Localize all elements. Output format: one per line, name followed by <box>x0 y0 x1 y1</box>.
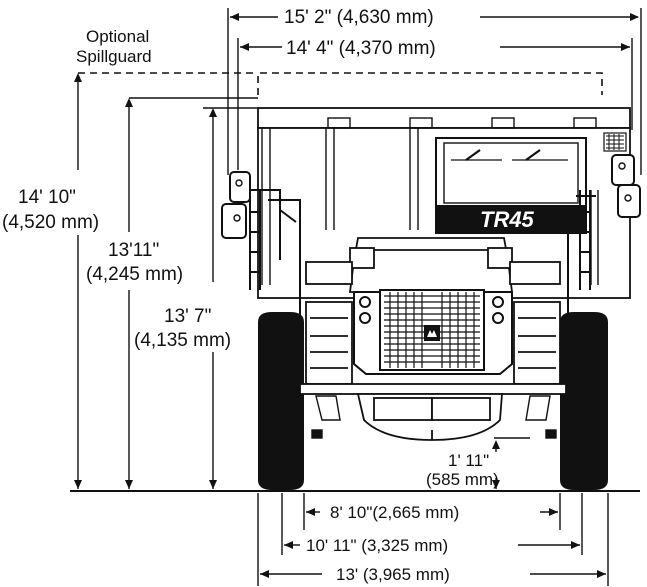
track-inner-label: 8' 10"(2,665 mm) <box>330 503 459 522</box>
spillguard-label-line2: Spillguard <box>76 47 152 66</box>
front-bumper <box>356 393 503 441</box>
model-badge: TR45 <box>480 207 535 232</box>
tow-steps <box>311 395 557 439</box>
cab-height-mm: (4,135 mm) <box>134 330 231 351</box>
ground-clearance-ft: 1' 11" <box>448 451 489 470</box>
ground-clearance-mm: (585 mm) <box>426 470 499 489</box>
spillguard-label-line1: Optional <box>86 27 149 46</box>
track-center-label: 10' 11" (3,325 mm) <box>306 536 448 555</box>
dump-body-ribs <box>261 117 599 285</box>
track-outer-label: 13' (3,965 mm) <box>336 565 450 584</box>
manufacturer-emblem-icon <box>424 325 440 341</box>
cab-height-ft: 13' 7" <box>164 306 211 327</box>
mirror-icon <box>235 179 243 187</box>
radiator-grille <box>353 289 513 375</box>
front-frame <box>299 301 567 395</box>
canopy-height-mm: (4,245 mm) <box>86 264 183 285</box>
right-mirrors <box>611 154 641 218</box>
spillguard-height-mm: (4,520 mm) <box>2 212 99 233</box>
cab: TR45 <box>435 137 587 234</box>
vent-grille <box>603 132 627 152</box>
spillguard-height-ft: 14' 10" <box>18 187 76 208</box>
canopy-height-ft: 13'11" <box>108 240 159 261</box>
left-mirrors <box>221 171 251 239</box>
dimension-arrowheads <box>74 13 639 578</box>
overall-width-label: 15' 2" (4,630 mm) <box>284 7 434 28</box>
tires <box>258 312 608 490</box>
body-width-label: 14' 4" (4,370 mm) <box>286 38 436 59</box>
right-tire <box>560 312 608 490</box>
hood <box>305 237 561 293</box>
dimension-lines <box>77 8 642 586</box>
spillguard-outline <box>78 72 603 95</box>
left-tire <box>258 312 304 490</box>
